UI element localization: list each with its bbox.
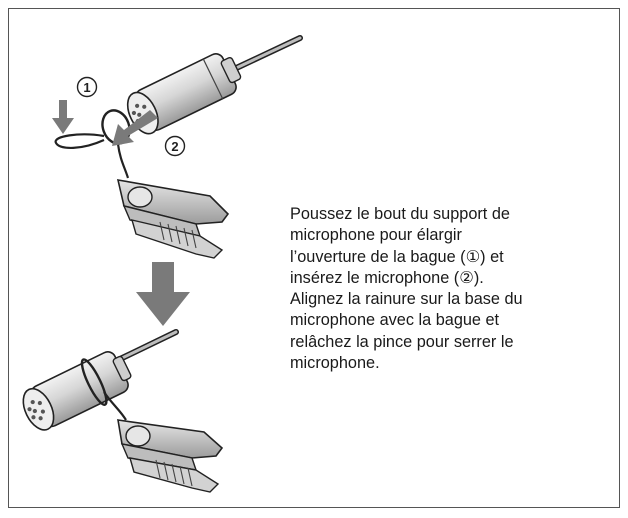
svg-text:2: 2 — [171, 139, 178, 154]
instruction-line: l’ouverture de la bague (①) et — [290, 247, 504, 266]
instruction-line: insérez le microphone (②). — [290, 268, 484, 287]
illustration-frame — [8, 8, 620, 508]
mic-cable-bottom — [115, 329, 179, 363]
instruction-line: microphone avec la bague et — [290, 311, 500, 330]
down-arrow-icon — [136, 262, 190, 326]
holder-loop-top — [54, 133, 105, 149]
mic-cable-top — [229, 35, 303, 73]
insert-arrow-step2 — [112, 110, 158, 146]
step1-marker: 1 — [76, 76, 98, 98]
svg-text:1: 1 — [83, 80, 90, 95]
lavalier-clip-icon — [116, 179, 230, 259]
instruction-text: Poussez le bout du support de microphone… — [290, 204, 610, 374]
instruction-line: microphone. — [290, 354, 380, 373]
lavalier-clip-bottom-icon — [117, 419, 224, 493]
microphone-assembled-icon — [22, 351, 132, 431]
step2-marker: 2 — [164, 135, 186, 157]
push-arrow-step1 — [52, 100, 74, 134]
instruction-line: Alignez la rainure sur la base du — [290, 290, 523, 309]
instruction-line: microphone pour élargir — [290, 226, 462, 245]
instruction-line: Poussez le bout du support de — [290, 205, 510, 223]
instruction-line: relâchez la pince pour serrer le — [290, 332, 514, 351]
